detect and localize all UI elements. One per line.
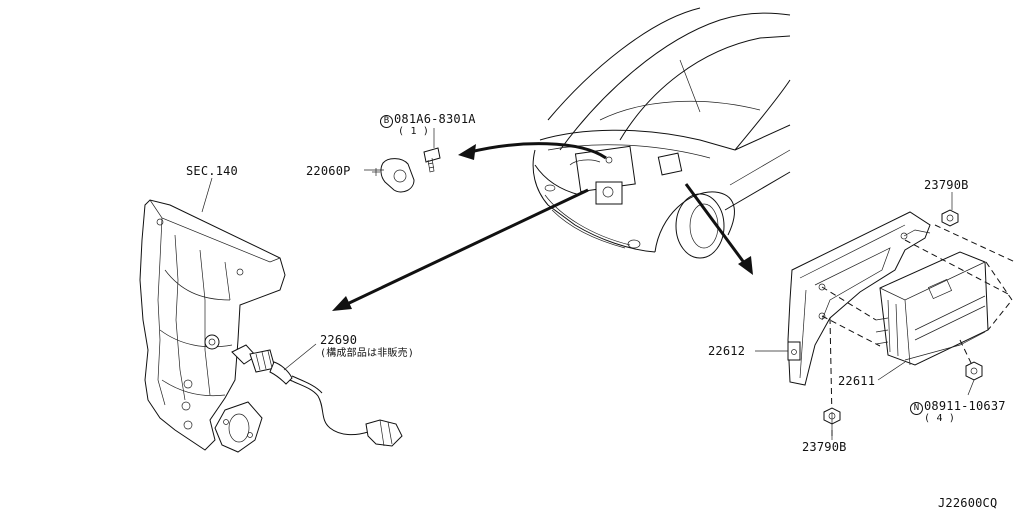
exhaust-manifold-cover <box>139 199 286 453</box>
label-23790b-top: 23790B <box>924 178 969 192</box>
nut-part-number: 08911-10637 <box>924 399 1006 413</box>
diagram-code: J22600CQ <box>938 496 998 510</box>
label-sec140: SEC.140 <box>186 164 238 178</box>
arrow-to-exhaust <box>332 188 589 311</box>
bolt-part-number: 081A6-8301A <box>394 112 476 126</box>
label-22612: 22612 <box>708 344 746 358</box>
bolt-code-badge: B <box>380 115 393 128</box>
label-bolt-qty: ( 1 ) <box>398 126 430 137</box>
label-22611: 22611 <box>838 374 876 388</box>
leader-lines <box>201 169 975 440</box>
ecm-bracket-22612 <box>787 211 931 386</box>
car-illustration <box>532 7 791 259</box>
nut-23790b-top <box>941 209 959 227</box>
knock-sensor-22060p <box>372 158 415 193</box>
label-nut-qty: ( 4 ) <box>924 413 956 424</box>
nut-08911 <box>965 361 983 381</box>
label-22690-note: (構成部品は非販売) <box>320 348 415 359</box>
label-23790b-bottom: 23790B <box>802 440 847 454</box>
nut-code-badge: N <box>910 402 923 415</box>
oxygen-sensor-22690 <box>231 343 403 447</box>
arrow-to-ecm <box>684 183 753 275</box>
label-22690: 22690 <box>320 333 358 347</box>
ecm-dashed-guides <box>821 224 1016 440</box>
label-22060p: 22060P <box>306 164 351 178</box>
ecm-unit-22611 <box>875 251 989 366</box>
arrow-to-sensor <box>458 142 607 160</box>
bolt-081a6 <box>423 128 441 173</box>
